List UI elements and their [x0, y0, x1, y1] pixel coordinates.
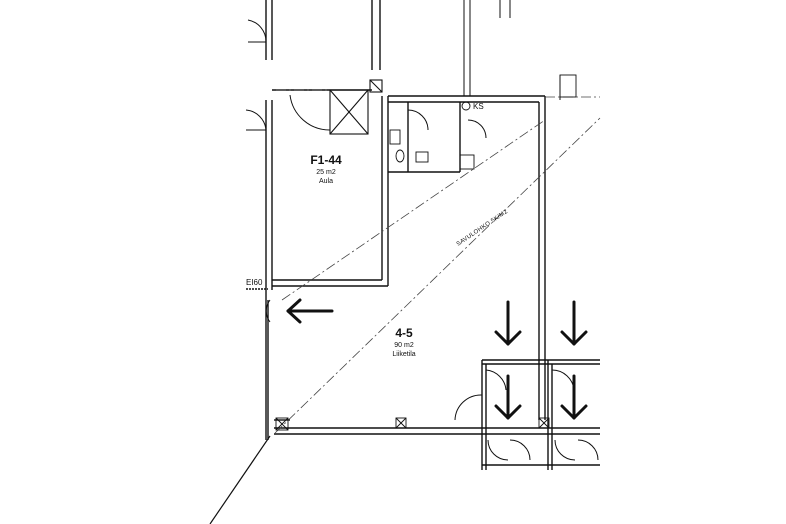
arrow-down	[560, 300, 588, 346]
room-name: Liiketila	[392, 351, 415, 358]
site-boundary	[209, 435, 271, 524]
arrow-left	[286, 298, 334, 324]
room-code: 4-5	[395, 326, 413, 340]
room-area: 25 m2	[316, 169, 336, 176]
diagonal-label: SAVULOHKO 5K/M2	[456, 209, 510, 248]
wall-outline	[265, 0, 600, 470]
fire-class-label: EI60	[246, 278, 263, 287]
shaft-label: KS	[473, 102, 484, 111]
structure-lines	[463, 0, 561, 100]
room-area: 90 m2	[394, 342, 414, 349]
room-code: F1-44	[310, 153, 342, 167]
arrow-down	[494, 374, 522, 420]
fixtures	[275, 74, 577, 431]
gridlines	[274, 89, 601, 434]
arrow-down	[494, 300, 522, 346]
arrow-down	[560, 374, 588, 420]
door-swings	[245, 19, 599, 461]
room-name: Aula	[319, 178, 333, 185]
elevator-shaft	[329, 79, 383, 135]
